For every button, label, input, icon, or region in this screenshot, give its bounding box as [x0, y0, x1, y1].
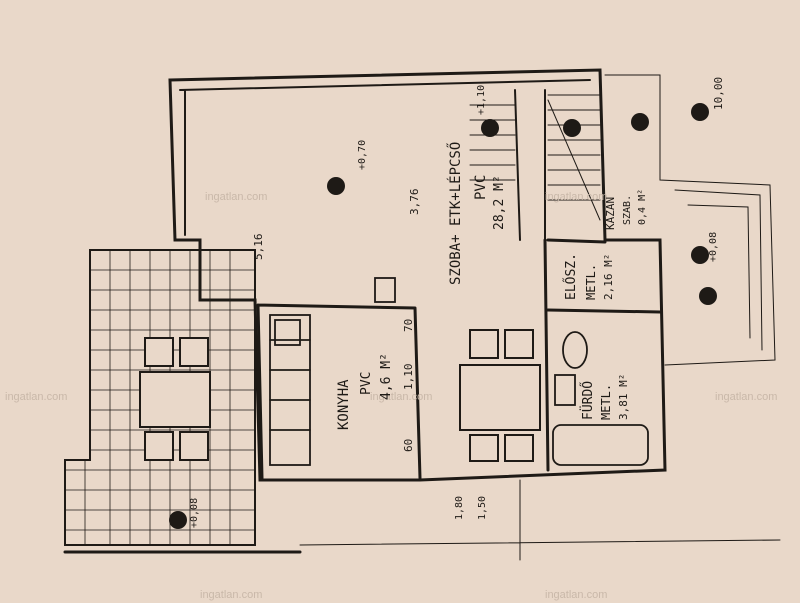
boiler-name: KAZÁN [604, 197, 617, 230]
dimension-text: 3,76 [408, 189, 421, 216]
level-text: +1,10 [476, 85, 487, 115]
level-text: +0,08 [189, 498, 200, 528]
bath-wall [543, 238, 662, 472]
living-room-floor: PVC [473, 175, 489, 200]
right-outline [604, 74, 776, 366]
watermark: ingatlan.com [205, 191, 267, 203]
ceiling-light-icon [563, 119, 581, 137]
watermark: ingatlan.com [545, 191, 607, 203]
ceiling-light-icon [327, 177, 345, 195]
bath-name: FÜRDŐ [579, 381, 596, 420]
watermark: ingatlan.com [370, 391, 432, 403]
stair-wall [514, 89, 546, 241]
hall-area: 2,16 M² [602, 254, 615, 300]
bath-floor: METL. [599, 384, 613, 420]
kitchen-name: KONYHA [336, 379, 352, 430]
ceiling-light-icon [699, 287, 717, 305]
ceiling-light-icon [691, 246, 709, 264]
kitchen-counter [269, 277, 396, 466]
bottom-dim-line [299, 479, 781, 561]
watermark: ingatlan.com [715, 391, 777, 403]
dimension-text: 70 [402, 319, 415, 332]
hall-floor: METL. [584, 264, 598, 300]
kitchen-area: 4,6 M² [379, 353, 394, 400]
living-room-name: SZOBA+ ETK+LÉPCSŐ [446, 142, 464, 285]
ceiling-light-icon [691, 103, 709, 121]
dimension-text: 1,50 [477, 496, 488, 520]
bath-area: 3,81 M² [617, 374, 630, 420]
dimension-text: 10,00 [712, 77, 725, 110]
hall-name: ELŐSZ. [563, 253, 579, 300]
ceiling-light-icon [169, 511, 187, 529]
watermark: ingatlan.com [545, 589, 607, 601]
kitchen-wall [256, 303, 422, 480]
level-text: +0,70 [357, 140, 368, 170]
watermark: ingatlan.com [200, 589, 262, 601]
bathroom-fixtures [552, 331, 649, 466]
terrace-table [139, 337, 211, 461]
outer-wall [168, 68, 667, 482]
light-fixtures [169, 103, 717, 529]
watermarks: ingatlan.com ingatlan.com ingatlan.com i… [5, 191, 777, 601]
living-room-area: 28,2 M² [492, 175, 507, 230]
ceiling-light-icon [631, 113, 649, 131]
watermark: ingatlan.com [5, 391, 67, 403]
ceiling-light-icon [481, 119, 499, 137]
dimension-text: 60 [402, 439, 415, 452]
dining-set [459, 329, 541, 462]
dimension-text: 1,80 [454, 496, 465, 520]
inner-wall-upper [179, 79, 591, 236]
kitchen-floor: PVC [359, 372, 374, 395]
boiler-sub: SZAB. [622, 195, 633, 225]
dimension-labels: 3,76 5,16 1,10 70 60 1,80 1,50 10,00 +0,… [189, 77, 725, 528]
level-text: +0,08 [708, 232, 719, 262]
dimension-text: 1,10 [402, 364, 415, 391]
boiler-area: 0,4 M² [637, 189, 648, 225]
room-labels: SZOBA+ ETK+LÉPCSŐ PVC 28,2 M² KONYHA PVC… [336, 142, 648, 430]
dimension-text: 5,16 [252, 234, 265, 261]
